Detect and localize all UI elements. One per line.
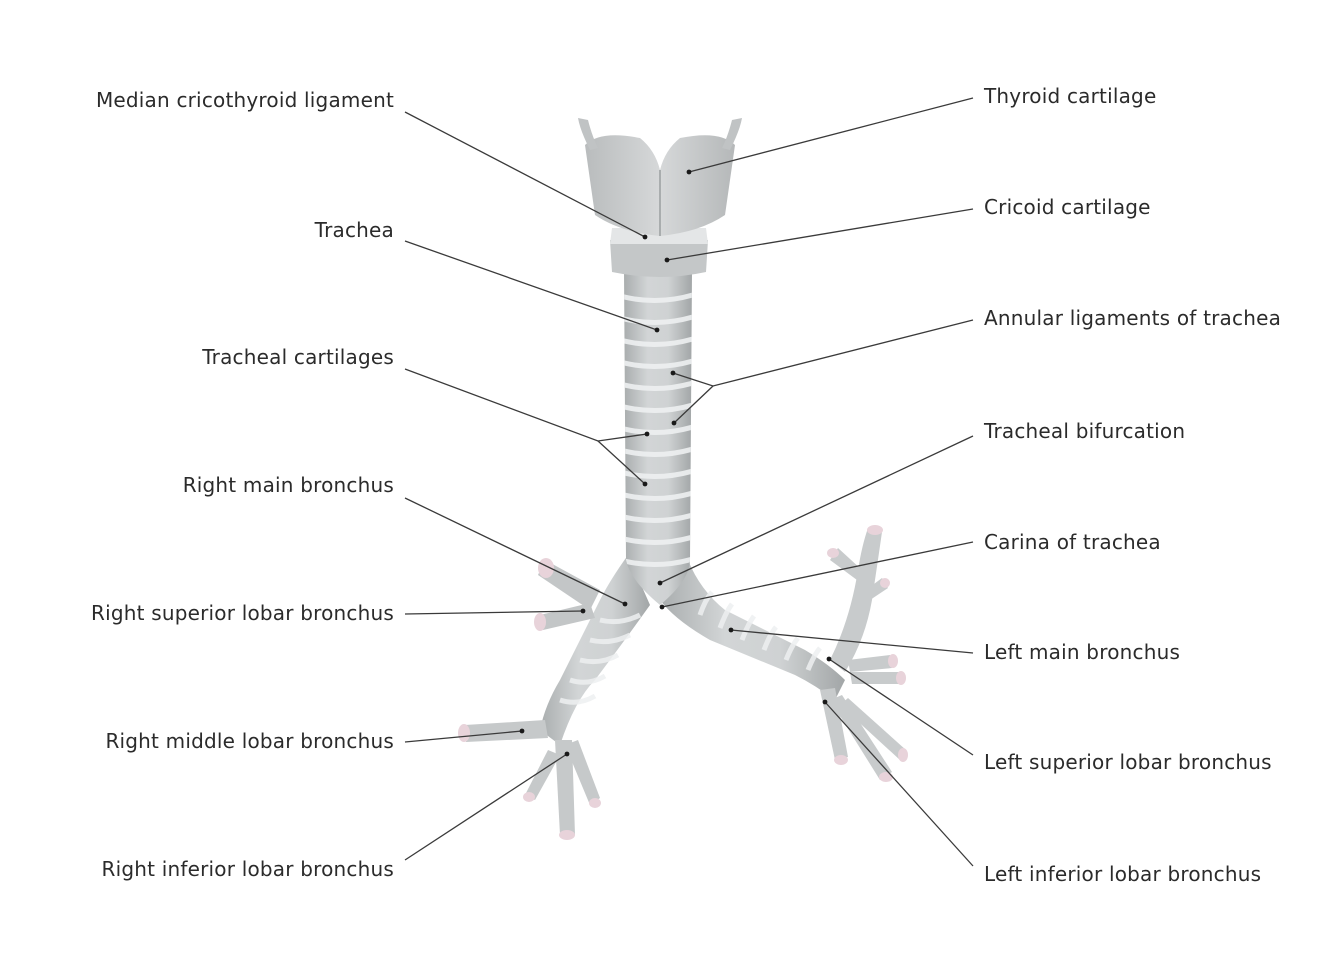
larynx-shape [578, 118, 742, 277]
leader-thyroid-cartilage-dot [686, 169, 692, 175]
leader-left-main-bronchus-dot [728, 627, 734, 633]
leader-dots [519, 169, 832, 757]
leader-left-superior-lobar-bronchus-dot [826, 656, 832, 662]
label-left-main-bronchus: Left main bronchus [984, 640, 1181, 664]
leader-left-superior-lobar-bronchus [828, 658, 974, 756]
cricoid-cartilage-shape [610, 240, 708, 277]
leader-thyroid-cartilage [688, 97, 974, 173]
label-right-superior-lobar-bronchus: Right superior lobar bronchus [91, 601, 394, 625]
leader-tracheal-cartilages-dot [644, 431, 650, 437]
leader-annular-ligaments-of-trachea-branch [673, 385, 714, 424]
leader-trachea-dot [654, 327, 660, 333]
label-tracheal-bifurcation: Tracheal bifurcation [984, 419, 1186, 443]
leader-tracheal-cartilages [404, 368, 648, 442]
leader-right-middle-lobar-bronchus [404, 730, 523, 743]
leader-cricoid-cartilage-dot [664, 257, 670, 263]
label-cricoid-cartilage: Cricoid cartilage [984, 195, 1151, 219]
leader-right-main-bronchus [404, 497, 626, 605]
leader-right-inferior-lobar-bronchus [404, 753, 568, 861]
label-left-inferior-lobar-bronchus: Left inferior lobar bronchus [984, 862, 1262, 886]
label-median-cricothyroid-ligament: Median cricothyroid ligament [95, 88, 394, 112]
label-right-inferior-lobar-bronchus: Right inferior lobar bronchus [101, 857, 394, 881]
left-inferior-lobar-shape [820, 688, 848, 760]
leader-left-inferior-lobar-bronchus-dot [822, 699, 828, 705]
leader-trachea [404, 240, 658, 331]
leader-right-middle-lobar-bronchus-dot [519, 728, 525, 734]
leader-cricoid-cartilage [666, 208, 974, 261]
leader-left-inferior-lobar-bronchus [824, 701, 974, 867]
right-superior-lobar-shape [538, 560, 600, 610]
right-middle-lobar-shape [465, 720, 548, 742]
label-right-main-bronchus: Right main bronchus [182, 473, 394, 497]
label-thyroid-cartilage: Thyroid cartilage [984, 84, 1157, 108]
right-bronchial-tree [458, 555, 650, 840]
leader-carina-of-trachea [661, 541, 974, 608]
trachea-shape [624, 270, 692, 605]
leader-annular-ligaments-of-trachea [672, 319, 974, 387]
leader-carina-of-trachea-dot [659, 604, 665, 610]
leader-left-main-bronchus [730, 629, 974, 654]
leader-right-superior-lobar-bronchus-dot [580, 608, 586, 614]
left-main-bronchus-shape [660, 560, 845, 700]
leader-tracheal-bifurcation [659, 435, 974, 584]
label-tracheal-cartilages: Tracheal cartilages [202, 345, 394, 369]
leader-right-inferior-lobar-bronchus-dot [564, 751, 570, 757]
leader-tracheal-cartilages-dot [642, 481, 648, 487]
leader-tracheal-bifurcation-dot [657, 580, 663, 586]
leader-tracheal-cartilages-branch [597, 440, 646, 485]
leader-annular-ligaments-of-trachea-dot [671, 420, 677, 426]
leader-median-cricothyroid-ligament-dot [642, 234, 648, 240]
label-annular-ligaments-of-trachea: Annular ligaments of trachea [984, 306, 1282, 330]
label-carina-of-trachea: Carina of trachea [984, 530, 1161, 554]
right-inferior-lobar-shape [555, 740, 575, 835]
leader-right-main-bronchus-dot [622, 601, 628, 607]
label-left-superior-lobar-bronchus: Left superior lobar bronchus [984, 750, 1272, 774]
leader-lines [404, 97, 974, 867]
leader-right-superior-lobar-bronchus [404, 610, 584, 615]
label-trachea: Trachea [314, 218, 394, 242]
leader-annular-ligaments-of-trachea-dot [670, 370, 676, 376]
label-right-middle-lobar-bronchus: Right middle lobar bronchus [105, 729, 394, 753]
leader-median-cricothyroid-ligament [404, 111, 646, 238]
